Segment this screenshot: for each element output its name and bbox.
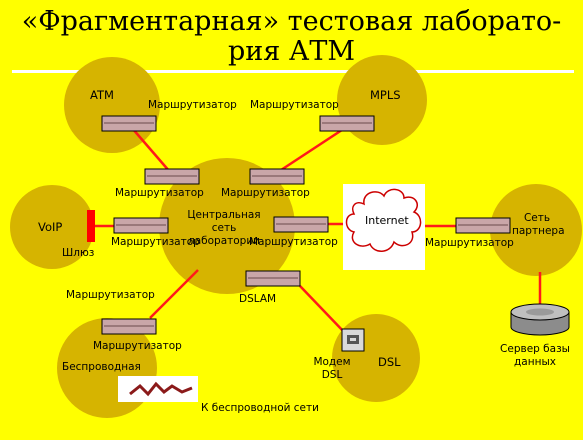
router-dslam: [245, 270, 301, 287]
router-label-wireless-upper: Маршрутизатор: [66, 289, 155, 301]
dsl-modem-icon: [341, 328, 365, 352]
internet-cloud-icon: [343, 184, 425, 270]
link-dslam-modem: [299, 285, 346, 334]
database-server-label: Сервер базы данных: [500, 343, 570, 368]
atm-zone-circle: [64, 57, 160, 153]
partner-zone-circle: [490, 184, 582, 276]
router-label-core-right-top: Маршрутизатор: [221, 187, 310, 199]
router-core-left-top: [144, 168, 200, 185]
zone-label-dsl: DSL: [378, 355, 401, 369]
router-label-wireless: Маршрутизатор: [93, 340, 182, 352]
title-underline: [12, 70, 574, 73]
zone-label-mpls: MPLS: [370, 88, 401, 102]
gateway-label: Шлюз: [62, 247, 95, 259]
zone-label-core: Центральная сеть лаборатории: [187, 209, 261, 247]
router-core-right-top: [249, 168, 305, 185]
router-label-partner: Маршрутизатор: [425, 237, 514, 249]
router-label-atm: Маршрутизатор: [148, 99, 237, 111]
gateway-icon: [87, 210, 95, 242]
slide-title-line-1: «Фрагментарная» тестовая лаборато-: [21, 6, 562, 37]
router-atm: [101, 115, 157, 132]
zone-label-partner: Сеть партнера: [512, 212, 565, 237]
to-wireless-network-label: К беспроводной сети: [201, 402, 319, 414]
router-label-core-left-top: Маршрутизатор: [115, 187, 204, 199]
wireless-link-icon: [118, 376, 198, 402]
router-label-mpls: Маршрутизатор: [250, 99, 339, 111]
voip-zone-circle: [10, 185, 94, 269]
router-core-left: [113, 217, 169, 234]
link-mpls-core: [277, 126, 346, 174]
zone-label-voip: VoIP: [38, 220, 63, 234]
internet-cloud-label: Internet: [365, 214, 409, 227]
slide-title-line-2: рия АТМ: [228, 36, 355, 67]
dslam-label: DSLAM: [239, 293, 277, 305]
router-label-core-right: Маршрутизатор: [249, 236, 338, 248]
database-server-icon: [510, 303, 570, 336]
router-icons: [101, 115, 511, 335]
router-wireless: [101, 318, 157, 335]
router-core-right: [273, 216, 329, 233]
router-label-core-left: Маршрутизатор: [111, 236, 200, 248]
core-zone-circle: [159, 158, 295, 294]
dsl-modem-label: Модем DSL: [313, 356, 351, 381]
link-atm-core: [131, 127, 171, 173]
router-partner: [455, 217, 511, 234]
link-core-wireless: [149, 269, 199, 319]
zone-label-atm: ATM: [90, 88, 114, 102]
zone-label-wireless: Беспроводная: [62, 361, 141, 373]
router-mpls: [319, 115, 375, 132]
